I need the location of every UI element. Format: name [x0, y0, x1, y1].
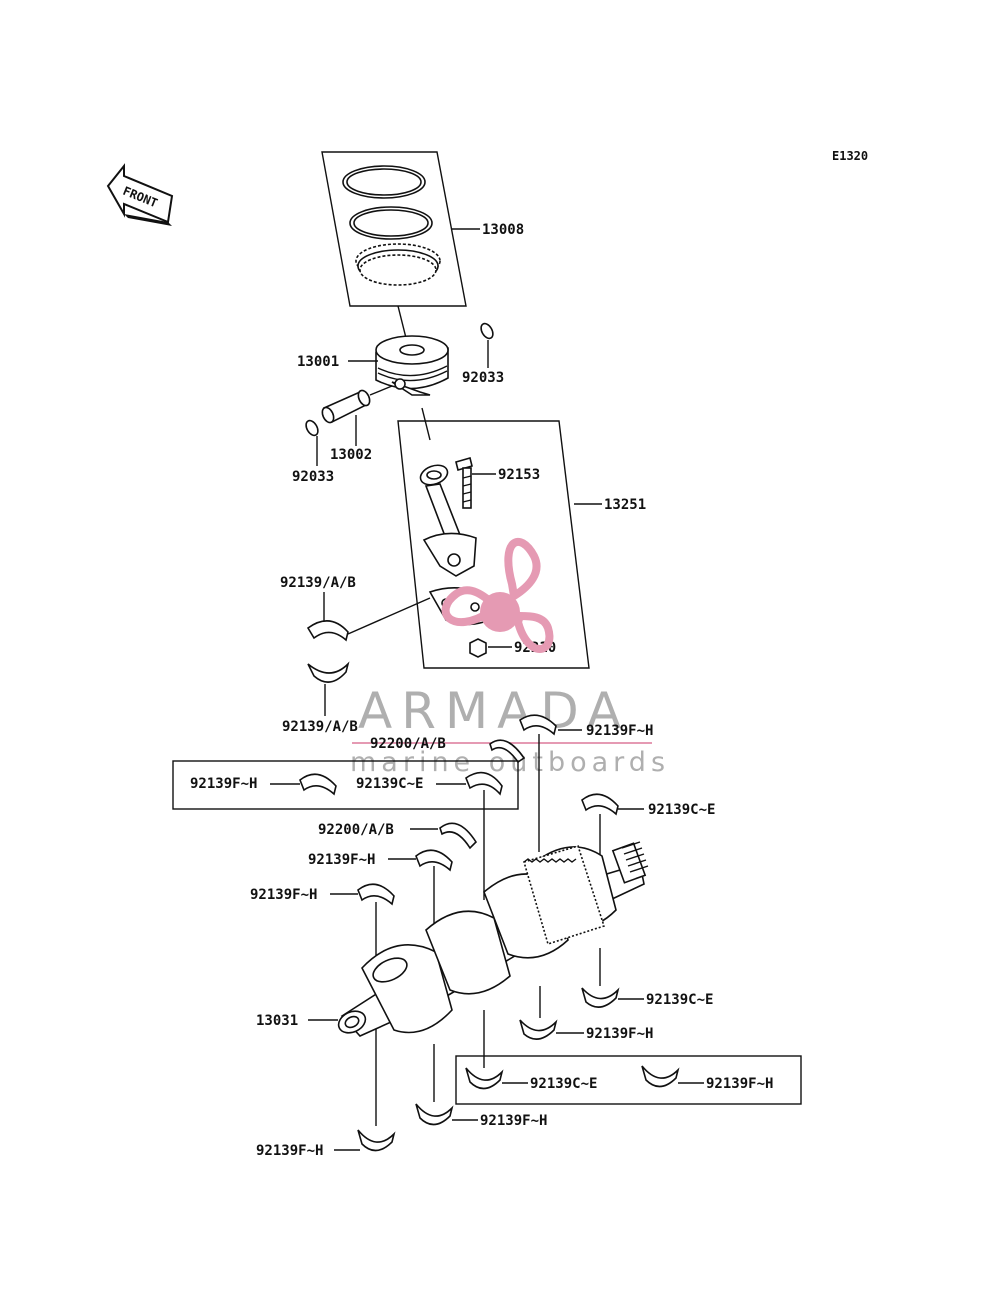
- part-label-13251: 13251: [604, 497, 646, 513]
- part-label-92139ab-upper: 92139/A/B: [280, 575, 356, 591]
- main-bearing-box2-right: [641, 1065, 680, 1088]
- rod-bearing-lower: [307, 661, 350, 683]
- main-bearing-right-lower: [581, 987, 620, 1008]
- part-label-92139ab-lower: 92139/A/B: [282, 719, 358, 735]
- main-bearing-bottom2: [357, 1129, 396, 1152]
- main-bearing-box-left: [299, 773, 337, 796]
- part-label-92139fh-bottom1: 92139F~H: [480, 1113, 547, 1129]
- part-label-92139fh-box: 92139F~H: [190, 776, 257, 792]
- part-label-92139fh-mid1: 92139F~H: [308, 852, 375, 868]
- part-label-13008: 13008: [482, 222, 524, 238]
- part-label-13002: 13002: [330, 447, 372, 463]
- main-bearing-bottom1: [415, 1103, 454, 1126]
- part-label-92153: 92153: [498, 467, 540, 483]
- watermark-tagline: marine outboards: [350, 747, 670, 778]
- piston: [375, 305, 449, 396]
- part-label-92139ce-box2: 92139C~E: [530, 1076, 597, 1092]
- rod-nut: [469, 638, 487, 658]
- diagram-code: E1320: [832, 149, 868, 163]
- main-bearing-mid1: [415, 849, 453, 872]
- thrust-washer-lower: [439, 822, 478, 850]
- piston-ring-set: [321, 151, 467, 307]
- circlip-left: [305, 419, 319, 437]
- rod-bolt: [455, 457, 473, 509]
- part-label-92139ce-right-upper: 92139C~E: [648, 802, 715, 818]
- main-bearing-mid2: [357, 883, 395, 906]
- part-label-92139fh-box2: 92139F~H: [706, 1076, 773, 1092]
- crankshaft: [337, 841, 649, 1037]
- connecting-rod-assembly-box: [397, 420, 590, 669]
- part-label-92033-left: 92033: [292, 469, 334, 485]
- main-bearing-box2-left: [465, 1067, 504, 1090]
- part-label-92139ce-box: 92139C~E: [356, 776, 423, 792]
- part-label-92033-right: 92033: [462, 370, 504, 386]
- circlip-right: [480, 322, 494, 340]
- piston-pin: [321, 389, 371, 424]
- main-bearing-box-right: [465, 771, 503, 796]
- main-bearing-right-upper: [581, 793, 619, 816]
- part-label-92200ab-lower: 92200/A/B: [318, 822, 394, 838]
- part-label-92139ce-right-lower: 92139C~E: [646, 992, 713, 1008]
- part-label-13001: 13001: [297, 354, 339, 370]
- bearing-group-box-right: [455, 1055, 802, 1105]
- part-label-92139fh-right-lower: 92139F~H: [586, 1026, 653, 1042]
- part-label-92139fh-bottom2: 92139F~H: [256, 1143, 323, 1159]
- front-arrow-icon: FRONT: [106, 163, 174, 226]
- bearing-group-box-left: [172, 760, 519, 810]
- rod-bearing-upper: [306, 620, 349, 642]
- part-label-92139fh-top: 92139F~H: [586, 723, 653, 739]
- main-bearing-right-lower2: [519, 1019, 558, 1040]
- part-label-13031: 13031: [256, 1013, 298, 1029]
- connecting-rod: [419, 464, 477, 577]
- main-bearing-top-right: [519, 714, 557, 736]
- part-label-92139fh-mid2: 92139F~H: [250, 887, 317, 903]
- part-label-92200ab-upper: 92200/A/B: [370, 736, 446, 752]
